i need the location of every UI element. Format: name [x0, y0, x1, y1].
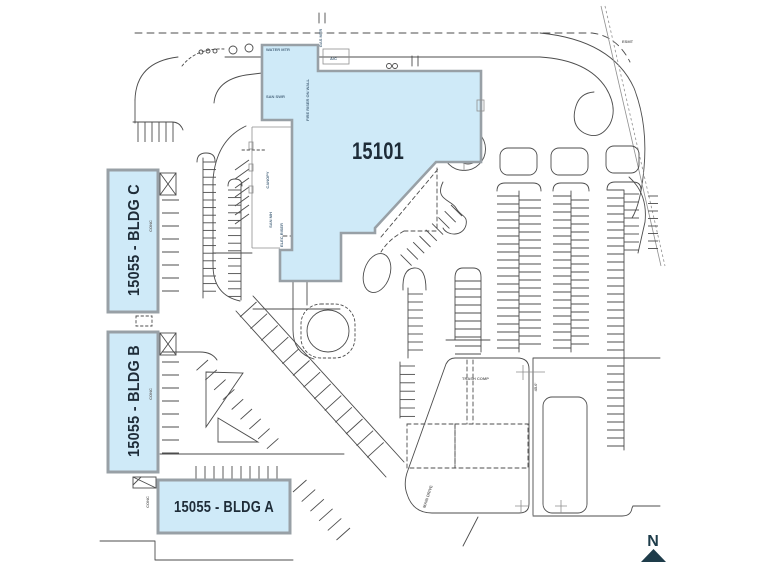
annotation: SAN MH [268, 212, 273, 228]
annotation: CONC [148, 388, 153, 400]
annotation: CONC [148, 220, 153, 232]
stall-row [624, 193, 639, 251]
building-15055-b[interactable]: 15055 - BLDG B [106, 330, 160, 474]
building-15055-c-label: 15055 - BLDG C [126, 184, 143, 296]
pad-site-linework [404, 357, 661, 547]
stall-row [648, 195, 658, 249]
building-15101-label: 15101 [352, 138, 404, 165]
north-arrow-label: N [647, 533, 659, 550]
annotation: ESMT [622, 39, 634, 44]
stall-row [203, 161, 216, 292]
stall-row [455, 280, 481, 338]
annotation: TRASH COMP [462, 376, 489, 381]
annotation: WATER MTR [266, 47, 290, 52]
annotation: CANOPY [265, 171, 270, 188]
stall-row [228, 189, 241, 297]
annotation: CONC [145, 496, 150, 508]
angled-stall-row [400, 204, 463, 266]
stall-row [400, 365, 415, 417]
angled-stall-row [196, 359, 279, 450]
angled-stall-row [292, 479, 351, 541]
annotation: A/C [330, 56, 337, 61]
building-15055-a[interactable]: 15055 - BLDG A [156, 478, 292, 535]
angled-stall-row [239, 301, 385, 458]
stall-row [162, 199, 179, 292]
stall-row [162, 361, 179, 454]
building-15055-b-label: 15055 - BLDG B [126, 345, 143, 457]
stall-row [497, 195, 519, 349]
building-15101[interactable]: 15101 [260, 43, 485, 283]
stall-row [607, 189, 624, 447]
annotation: ELEC RISER [279, 223, 284, 247]
stall-row [195, 466, 278, 479]
stall-row [455, 345, 481, 355]
courtyard-linework [248, 126, 292, 249]
annotation: 45.0' [533, 383, 538, 392]
parking-field-right [496, 145, 658, 451]
stall-row [408, 293, 423, 351]
stall-row [234, 159, 250, 225]
stall-row [137, 122, 174, 142]
annotation: MAIN DRIVE [422, 484, 434, 508]
stall-row [519, 199, 541, 345]
parking-field-left [99, 121, 294, 561]
stall-row [553, 195, 571, 349]
annotation: SAN SWR [266, 94, 285, 99]
building-15055-a-label: 15055 - BLDG A [174, 499, 274, 516]
stall-row [571, 199, 589, 345]
building-15055-c[interactable]: 15055 - BLDG C [106, 168, 160, 314]
annotation: GAS MTR [318, 29, 323, 48]
north-arrow-icon [641, 549, 666, 562]
north-arrow: N [641, 533, 666, 562]
road-linework [134, 5, 666, 267]
annotation: FIRE RISER ON WALL [305, 78, 310, 121]
